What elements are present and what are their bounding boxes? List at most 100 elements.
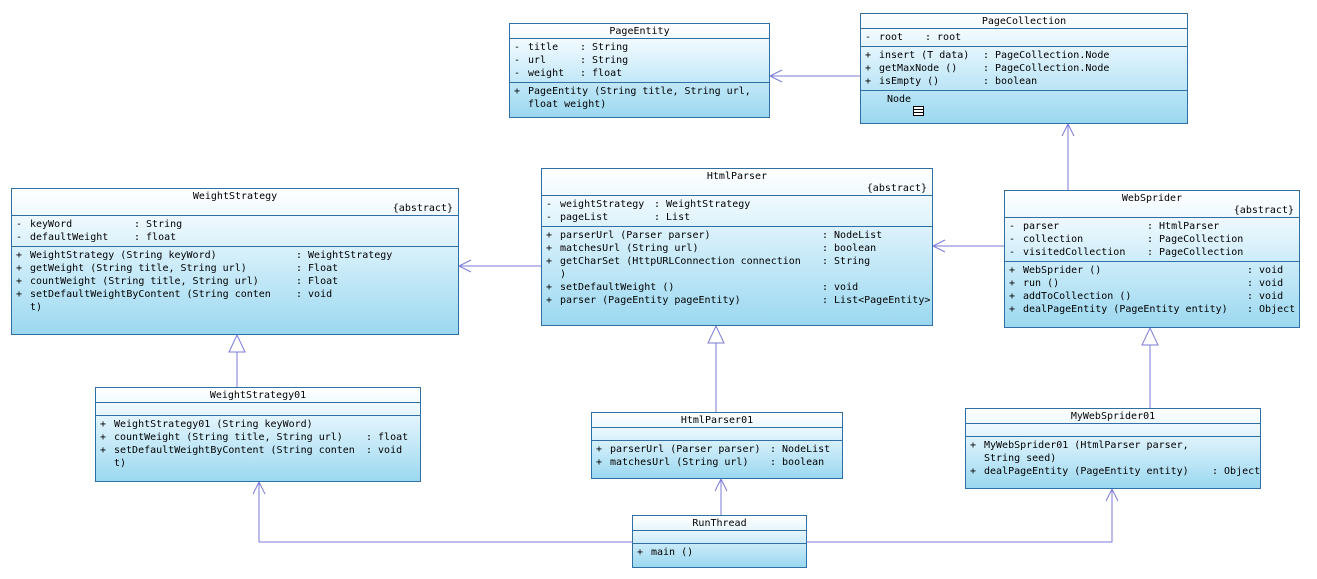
- dependency-runthread-mywebsprider01: [806, 489, 1113, 543]
- operation-row: t): [30, 302, 43, 313]
- stereotype-label: {abstract}: [1233, 205, 1294, 216]
- operation-row: +isEmpty (): boolean: [865, 76, 1038, 87]
- attributes-compartment: [96, 403, 420, 416]
- arrowhead-htmlparser01: [714, 477, 728, 492]
- generalization-triangle-weightstrategy: [228, 333, 246, 353]
- operation-row: +main (): [637, 547, 694, 558]
- stereotype-label: {abstract}: [866, 183, 927, 194]
- operations-compartment: +parserUrl (Parser parser): NodeList +ma…: [542, 227, 932, 309]
- class-header: WeightStrategy01: [96, 388, 420, 403]
- arrowhead-mywebsprider01: [1105, 487, 1119, 502]
- operations-compartment: +WebSprider (): void +run (): void +addT…: [1005, 262, 1299, 318]
- operation-row: +dealPageEntity (PageEntity entity): Obj…: [1009, 304, 1296, 315]
- operation-row: +setDefaultWeightByContent (String conte…: [16, 289, 333, 300]
- operation-row: +countWeight (String title, String url):…: [16, 276, 339, 287]
- class-name: MyWebSprider01: [1070, 411, 1156, 422]
- attribute-row: -defaultWeight: float: [16, 232, 177, 243]
- operation-row: +parserUrl (Parser parser): NodeList: [596, 444, 831, 455]
- nested-class-icon: [861, 93, 925, 123]
- class-weightstrategy[interactable]: WeightStrategy {abstract} -keyWord: Strin…: [11, 188, 459, 335]
- attributes-compartment: [592, 428, 842, 441]
- operation-row: float weight): [528, 99, 607, 110]
- class-header: HtmlParser{abstract}: [542, 169, 932, 196]
- attribute-row: -root: root: [865, 32, 962, 43]
- dependency-runthread-weightstrategy01: [258, 482, 632, 543]
- operation-row: +addToCollection (): void: [1009, 291, 1284, 302]
- class-name: WebSprider: [1121, 193, 1183, 204]
- operations-compartment: +WeightStrategy (String keyWord): Weight…: [12, 247, 458, 316]
- arrowhead-pageentity: [768, 69, 783, 83]
- operations-compartment: +WeightStrategy01 (String keyWord) +coun…: [96, 416, 420, 472]
- operation-row: +parser (PageEntity pageEntity): List<Pa…: [546, 295, 931, 306]
- operation-row: String seed): [984, 453, 1057, 464]
- attribute-row: -keyWord: String: [16, 219, 183, 230]
- attributes-compartment: -parser: HtmlParser -collection: PageCol…: [1005, 218, 1299, 262]
- operation-row: +dealPageEntity (PageEntity entity): Obj…: [970, 466, 1260, 477]
- operation-row: +setDefaultWeightByContent (String conte…: [100, 445, 403, 456]
- attributes-compartment: -weightStrategy: WeightStrategy -pageLis…: [542, 196, 932, 227]
- class-header: PageEntity: [510, 24, 769, 39]
- arrowhead-htmlparser: [931, 239, 946, 253]
- attribute-row: -title: String: [514, 42, 629, 53]
- class-name: PageCollection: [981, 16, 1067, 27]
- operation-row: t): [114, 458, 127, 469]
- operations-compartment: +main (): [633, 544, 806, 561]
- nested-compartment: Node: [861, 91, 1187, 123]
- attributes-compartment: -root: root: [861, 29, 1187, 47]
- nested-class-row[interactable]: Node: [861, 93, 1187, 123]
- operations-compartment: +PageEntity (String title, String url, f…: [510, 83, 769, 113]
- attribute-row: -pageList: List: [546, 212, 691, 223]
- operation-row: +matchesUrl (String url): boolean: [546, 243, 877, 254]
- operation-row: +WeightStrategy (String keyWord): Weight…: [16, 250, 393, 261]
- operation-row: +WeightStrategy01 (String keyWord): [100, 419, 313, 430]
- class-name: WeightStrategy: [192, 191, 278, 202]
- operations-compartment: +parserUrl (Parser parser): NodeList +ma…: [592, 441, 842, 471]
- class-name: RunThread: [692, 518, 747, 529]
- class-mywebsprider01[interactable]: MyWebSprider01 +MyWebSprider01 (HtmlPars…: [965, 408, 1261, 489]
- operations-compartment: +insert (T data): PageCollection.Node +g…: [861, 47, 1187, 91]
- class-header: MyWebSprider01: [966, 409, 1260, 424]
- operation-row: +run (): void: [1009, 278, 1284, 289]
- class-pagecollection[interactable]: PageCollection -root: root +insert (T da…: [860, 13, 1188, 124]
- class-runthread[interactable]: RunThread +main (): [632, 515, 807, 568]
- operation-row: +matchesUrl (String url): boolean: [596, 457, 825, 468]
- operations-compartment: +MyWebSprider01 (HtmlParser parser, Stri…: [966, 437, 1260, 480]
- arrowhead-pagecollection: [1061, 122, 1075, 137]
- generalization-triangle-htmlparser: [707, 324, 725, 344]
- class-websprider[interactable]: WebSprider {abstract} -parser: HtmlParser…: [1004, 190, 1300, 328]
- attributes-compartment: [966, 424, 1260, 437]
- operation-row: +getWeight (String title, String url): F…: [16, 263, 339, 274]
- operation-row: +getCharSet (HttpURLConnection connectio…: [546, 256, 871, 267]
- arrowhead-weightstrategy01: [252, 480, 266, 495]
- attribute-row: -collection: PageCollection: [1009, 234, 1244, 245]
- operation-row: +getMaxNode (): PageCollection.Node: [865, 63, 1110, 74]
- class-header: PageCollection: [861, 14, 1187, 29]
- nested-class-name: Node: [887, 94, 912, 105]
- class-pageentity[interactable]: PageEntity -title: String -url: String -…: [509, 23, 770, 118]
- class-htmlparser01[interactable]: HtmlParser01 +parserUrl (Parser parser):…: [591, 412, 843, 479]
- attribute-row: -weightStrategy: WeightStrategy: [546, 199, 751, 210]
- class-header: HtmlParser01: [592, 413, 842, 428]
- class-htmlparser[interactable]: HtmlParser{abstract} -weightStrategy: We…: [541, 168, 933, 326]
- class-header: RunThread: [633, 516, 806, 531]
- attribute-row: -url: String: [514, 55, 629, 66]
- attribute-row: -weight: float: [514, 68, 623, 79]
- class-weightstrategy01[interactable]: WeightStrategy01 +WeightStrategy01 (Stri…: [95, 387, 421, 482]
- arrowhead-weightstrategy: [457, 259, 472, 273]
- attributes-compartment: [633, 531, 806, 544]
- operation-row: +setDefaultWeight (): void: [546, 282, 859, 293]
- class-header: WeightStrategy {abstract}: [12, 189, 458, 216]
- attribute-row: -parser: HtmlParser: [1009, 221, 1220, 232]
- class-name: WeightStrategy01: [209, 390, 307, 401]
- operation-row: +countWeight (String title, String url):…: [100, 432, 409, 443]
- attributes-compartment: -title: String -url: String -weight: flo…: [510, 39, 769, 83]
- generalization-triangle-websprider: [1141, 326, 1159, 346]
- stereotype-label: {abstract}: [392, 203, 453, 214]
- attributes-compartment: -keyWord: String -defaultWeight: float: [12, 216, 458, 247]
- operation-row: +parserUrl (Parser parser): NodeList: [546, 230, 883, 241]
- attribute-row: -visitedCollection: PageCollection: [1009, 247, 1244, 258]
- operation-row: +PageEntity (String title, String url,: [514, 86, 751, 97]
- class-name: HtmlParser01: [680, 415, 754, 426]
- operation-row: +insert (T data): PageCollection.Node: [865, 50, 1110, 61]
